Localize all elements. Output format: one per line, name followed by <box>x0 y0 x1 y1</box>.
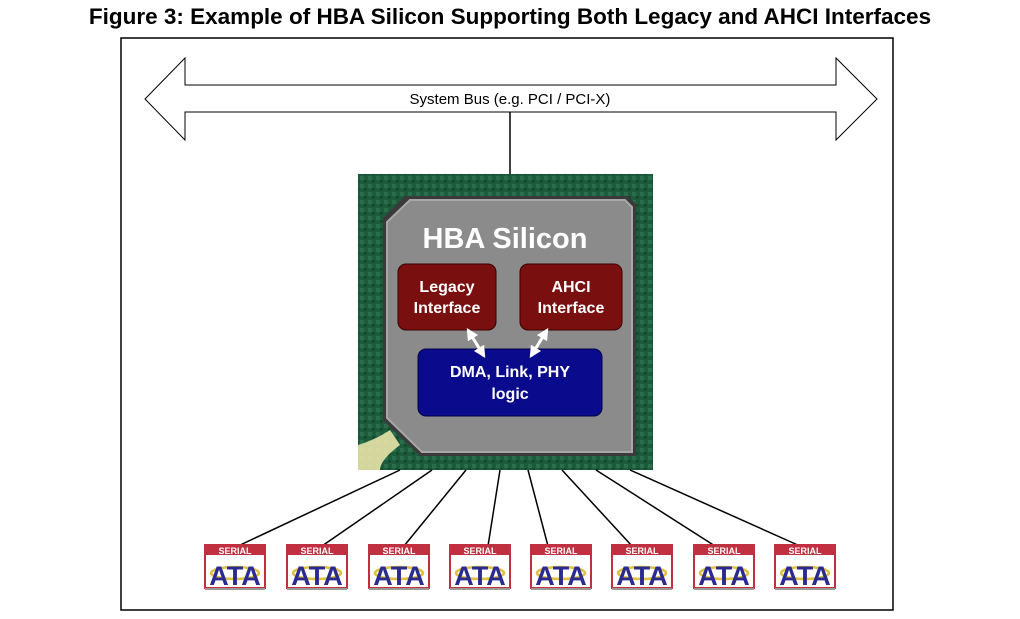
figure-frame <box>120 37 894 611</box>
figure-title: Figure 3: Example of HBA Silicon Support… <box>88 4 932 29</box>
sata-logo: SERIAL ATA <box>449 544 511 591</box>
svg-text:SERIAL: SERIAL <box>544 546 578 556</box>
svg-text:ATA: ATA <box>209 561 260 591</box>
svg-text:SERIAL: SERIAL <box>463 546 497 556</box>
svg-text:SERIAL: SERIAL <box>300 546 334 556</box>
sata-logo: SERIAL ATA <box>368 544 430 591</box>
ahci-dma-arrow <box>529 327 549 359</box>
sata-logo: SERIAL ATA <box>693 544 755 591</box>
sata-connections <box>237 469 801 547</box>
system-bus-label: System Bus (e.g. PCI / PCI-X) <box>410 91 611 108</box>
sata-logo: SERIAL ATA <box>611 544 673 591</box>
svg-text:ATA: ATA <box>616 561 667 591</box>
ahci-label-2: Interface <box>538 300 605 317</box>
ahci-label-1: AHCI <box>551 279 590 296</box>
svg-text:ATA: ATA <box>535 561 586 591</box>
svg-text:ATA: ATA <box>779 561 830 591</box>
svg-text:ATA: ATA <box>291 561 342 591</box>
svg-text:ATA: ATA <box>698 561 749 591</box>
svg-text:SERIAL: SERIAL <box>382 546 416 556</box>
sata-drives: SERIAL ATA SERIAL ATA SERIAL ATA SERIAL … <box>204 544 836 591</box>
svg-text:SERIAL: SERIAL <box>707 546 741 556</box>
sata-logo: SERIAL ATA <box>204 544 266 591</box>
svg-text:ATA: ATA <box>454 561 505 591</box>
dma-link-phy-box <box>417 348 603 417</box>
dma-label-1: DMA, Link, PHY <box>450 364 570 381</box>
legacy-interface-box <box>397 263 497 331</box>
chip-title: HBA Silicon <box>423 223 588 255</box>
legacy-label-1: Legacy <box>419 279 474 296</box>
legacy-dma-arrow <box>466 327 486 359</box>
system-bus-arrow <box>144 56 878 142</box>
svg-text:ATA: ATA <box>373 561 424 591</box>
hba-chip: HBA Silicon Legacy Interface AHCI Interf… <box>358 174 653 470</box>
sata-logo: SERIAL ATA <box>530 544 592 591</box>
sata-logo: SERIAL ATA <box>774 544 836 591</box>
legacy-label-2: Interface <box>414 300 481 317</box>
dma-label-2: logic <box>491 386 528 403</box>
svg-text:SERIAL: SERIAL <box>788 546 822 556</box>
svg-text:SERIAL: SERIAL <box>218 546 252 556</box>
ahci-interface-box <box>519 263 623 331</box>
svg-text:SERIAL: SERIAL <box>625 546 659 556</box>
sata-logo: SERIAL ATA <box>286 544 348 591</box>
